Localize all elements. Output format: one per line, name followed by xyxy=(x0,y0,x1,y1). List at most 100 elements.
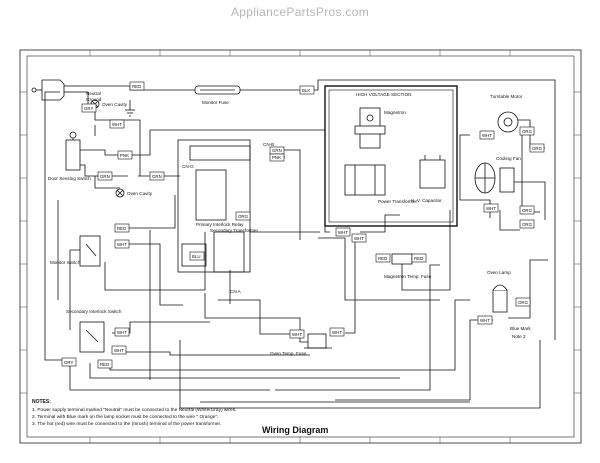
svg-text:GRY: GRY xyxy=(64,360,74,365)
door-sensing-label: Door Sensing Switch xyxy=(48,176,91,181)
wire-tag: WHT xyxy=(479,130,495,140)
wire-tag: WHT xyxy=(483,203,499,213)
turntable-motor-icon xyxy=(497,111,519,133)
svg-text:WHT: WHT xyxy=(482,133,492,138)
wire-tag: GRY xyxy=(81,103,97,113)
power-transformer-icon xyxy=(344,164,386,196)
wire-tag: WHT xyxy=(111,345,127,355)
svg-text:ORG: ORG xyxy=(518,300,529,305)
secondary-interlock-label: Secondary Interlock Switch xyxy=(66,309,122,314)
ground-icon xyxy=(125,100,135,117)
wire-tag: GRN xyxy=(97,171,113,181)
svg-text:PNK: PNK xyxy=(272,155,281,160)
cooling-fan-icon xyxy=(474,162,515,194)
magnetron-temp-fuse-icon xyxy=(391,253,413,265)
oven-cavity-lamp-lower-icon xyxy=(115,188,125,198)
frame-ruler-ticks xyxy=(20,50,581,443)
turntable-motor-label: Turntable Motor xyxy=(490,94,523,99)
oven-temp-fuse-label: Oven Temp. Fuse xyxy=(270,351,307,356)
wire-tag: RED xyxy=(114,223,130,233)
magnetron-icon xyxy=(354,107,386,149)
ground-label: Ground xyxy=(86,97,102,102)
wire-tag: RED xyxy=(411,253,427,263)
hv-section-label: HIGH VOLTAGE SECTION xyxy=(356,92,411,97)
svg-text:WHT: WHT xyxy=(354,236,364,241)
svg-text:WHT: WHT xyxy=(112,122,122,127)
oven-lamp-label: Oven Lamp xyxy=(487,270,511,275)
power-transformer-label: Power Transformer xyxy=(378,199,418,204)
wire-tag: ORG xyxy=(235,211,251,221)
wire-tag: WHT xyxy=(329,327,345,337)
svg-text:GRN: GRN xyxy=(152,174,162,179)
svg-text:PNK: PNK xyxy=(120,153,129,158)
oven-temp-fuse-icon xyxy=(304,333,332,349)
primary-relay-label: Primary Interlock Relay xyxy=(196,222,244,227)
svg-text:ORG: ORG xyxy=(522,222,533,227)
drawing-frame xyxy=(19,49,582,444)
diagram-title: Wiring Diagram xyxy=(262,425,328,435)
wire-tag: GRY xyxy=(61,357,77,367)
svg-text:WHT: WHT xyxy=(338,230,348,235)
svg-text:RED: RED xyxy=(117,226,126,231)
cn-b-label: CN-B xyxy=(263,142,274,147)
monitor-switch-icon xyxy=(79,235,101,267)
svg-text:RED: RED xyxy=(100,362,109,367)
wire-tag: WHT xyxy=(109,119,125,129)
magnetron-label: Magnetron xyxy=(384,110,406,115)
wire-tags: RED BLK GRY WHT PNK GRN GRN GRN PNK RED … xyxy=(61,81,545,369)
svg-text:WHT: WHT xyxy=(292,332,302,337)
monitor-fuse-icon xyxy=(194,85,241,95)
svg-text:GRY: GRY xyxy=(84,106,94,111)
hv-section-box xyxy=(324,85,458,227)
wire-tag: ORG xyxy=(515,297,531,307)
svg-text:RED: RED xyxy=(414,256,423,261)
note-item-1: 1. Power supply terminal marked "Neutral… xyxy=(32,407,236,413)
svg-text:BLU: BLU xyxy=(192,254,201,259)
neutral-label: Neutral xyxy=(86,91,101,96)
power-plug-icon xyxy=(31,79,80,101)
wire-tag: ORG xyxy=(529,143,545,153)
svg-text:WHT: WHT xyxy=(480,318,490,323)
cn-g-label: CN-G xyxy=(182,164,194,169)
svg-text:WHT: WHT xyxy=(117,242,127,247)
wire-tag: BLK xyxy=(299,85,315,95)
monitor-fuse-label: Monitor Fuse xyxy=(202,100,229,105)
svg-text:ORG: ORG xyxy=(522,208,533,213)
wire-tag: PNK xyxy=(269,153,285,162)
cooling-fan-label: Cooling Fan xyxy=(496,156,521,161)
secondary-transformer-label: Secondary Transformer xyxy=(210,228,258,233)
wire-tag: WHT xyxy=(351,233,367,243)
watermark: AppliancePartsPros.com xyxy=(231,5,369,19)
wire-tag: ORG xyxy=(519,219,535,229)
svg-text:WHT: WHT xyxy=(332,330,342,335)
wire-tag: WHT xyxy=(335,227,351,237)
wire-tag: BLU xyxy=(189,251,205,261)
svg-text:GRN: GRN xyxy=(100,174,110,179)
note2-label: Note 2 xyxy=(512,334,526,339)
blue-mark-label: Blue Mark xyxy=(510,326,531,331)
svg-text:RED: RED xyxy=(378,256,387,261)
svg-text:WHT: WHT xyxy=(114,348,124,353)
wire-tag: RED xyxy=(97,359,113,369)
note-item-3: 3. The hot (red) wire must be connected … xyxy=(32,421,221,427)
hv-capacitor-label: H. V. Capacitor xyxy=(411,198,442,203)
hv-capacitor-icon xyxy=(419,155,446,189)
svg-text:GRN: GRN xyxy=(272,148,282,153)
wire-tag: GRN xyxy=(149,171,165,181)
svg-text:ORG: ORG xyxy=(238,214,249,219)
wire-tag: WHT xyxy=(114,327,130,337)
monitor-switch-label: Monitor Switch xyxy=(50,260,81,265)
note-item-2: 2. Terminal with Blue mark on the lamp s… xyxy=(32,414,219,420)
door-sensing-switch-icon xyxy=(65,131,81,171)
oven-lamp-icon xyxy=(492,284,508,313)
svg-text:WHT: WHT xyxy=(486,206,496,211)
wire-tag: ORG xyxy=(519,126,535,136)
svg-text:ORG: ORG xyxy=(532,146,543,151)
control-board-icon xyxy=(177,139,251,273)
cn-a-label: CN A xyxy=(230,289,242,294)
secondary-interlock-switch-icon xyxy=(79,321,105,353)
wire-tag: WHT xyxy=(477,315,493,325)
notes-heading: NOTES: xyxy=(32,399,51,405)
wire-tag: GRN xyxy=(269,146,285,155)
